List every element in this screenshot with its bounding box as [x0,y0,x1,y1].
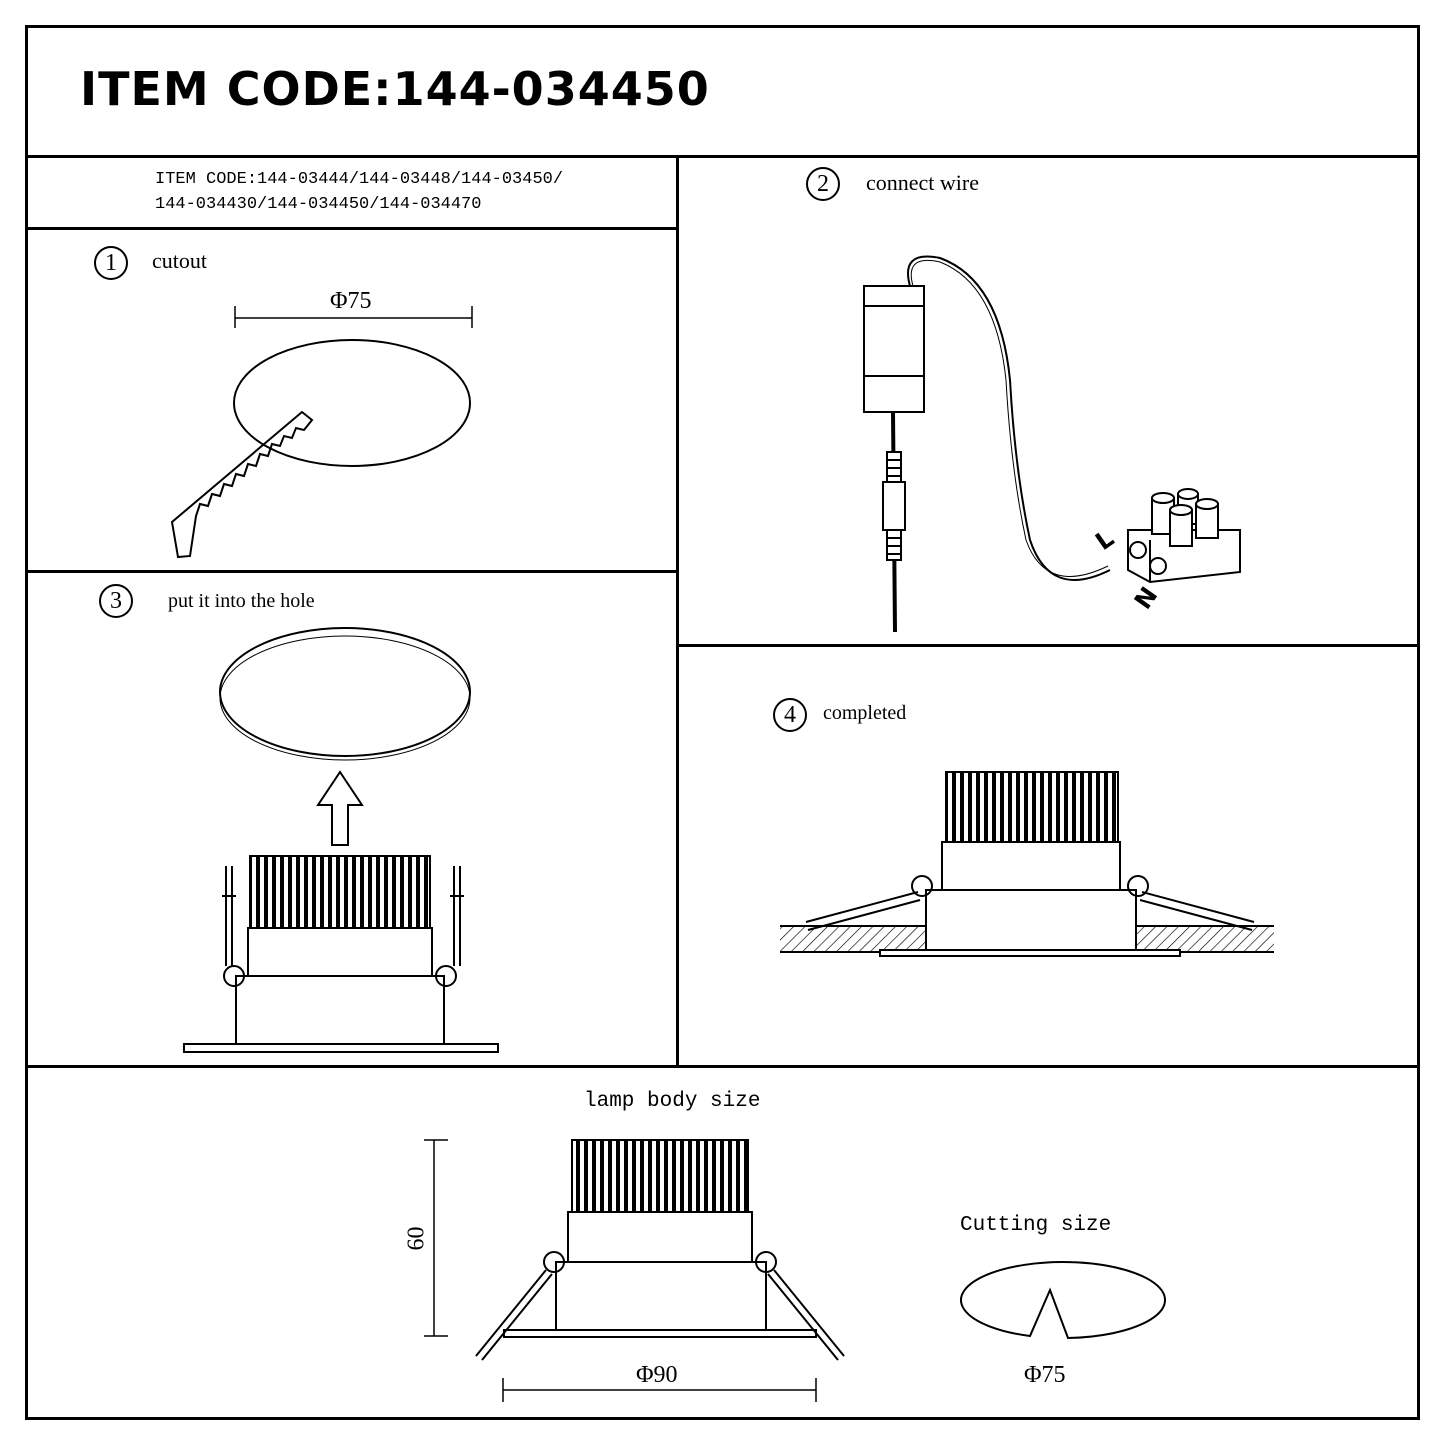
step-2-label: connect wire [866,170,979,195]
cutting-size-drawing [960,1261,1166,1340]
lamp-body-drawing [424,1139,845,1402]
step-4-label: completed [823,702,907,724]
cutting-diameter-dimension: Φ75 [1024,1362,1066,1388]
bottom-divider [25,1065,1420,1068]
driver-box [863,285,925,413]
step-2-number: 2 [806,167,840,201]
item-codes-line-1: ITEM CODE:144-03444/144-03448/144-03450/ [155,170,564,189]
up-arrow-icon [316,770,364,846]
header-divider [25,155,1420,158]
ceiling-hole [219,627,471,757]
lamp-body-size-label: lamp body size [584,1090,761,1113]
cutout-hole [233,339,471,467]
center-divider [676,155,679,1067]
cutout-drawing [170,306,473,559]
cutting-size-label: Cutting size [960,1214,1112,1237]
step-3-number: 3 [99,584,133,618]
lamp-diameter-dimension: Φ90 [636,1362,678,1388]
page-title: ITEM CODE:144-034450 [80,62,710,116]
step-4-number: 4 [773,698,807,732]
step-1-number: 1 [94,246,128,280]
step1-divider [25,570,678,573]
wiring-drawing [863,255,1241,633]
step2-divider [676,644,1420,647]
step-1-dimension: Φ75 [330,288,372,314]
outer-frame [25,25,1420,1420]
item-codes-line-2: 144-034430/144-034450/144-034470 [155,195,482,214]
saw-icon [170,410,314,559]
step-1-label: cutout [152,248,207,273]
insertion-drawing [183,627,499,1053]
codes-divider [25,227,678,230]
connector-body [882,481,906,531]
installed-drawing [780,771,1274,957]
terminal-block [1127,488,1241,584]
step-3-label: put it into the hole [168,590,315,612]
